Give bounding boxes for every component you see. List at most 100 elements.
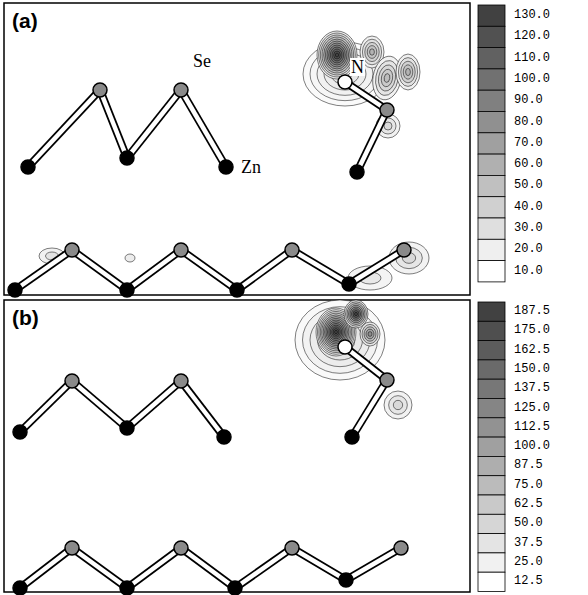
bond bbox=[181, 90, 226, 167]
colorbar-value: 87.5 bbox=[514, 459, 543, 471]
contour-line bbox=[350, 307, 362, 321]
atom-label: Zn bbox=[240, 158, 262, 176]
se-atom bbox=[65, 243, 79, 257]
bond bbox=[15, 250, 72, 290]
colorbar-value: 20.0 bbox=[514, 243, 543, 255]
se-atom bbox=[93, 83, 107, 97]
panel-letter: (b) bbox=[12, 307, 39, 328]
contour-line bbox=[398, 58, 417, 87]
contour-line bbox=[360, 322, 380, 346]
bond bbox=[20, 381, 72, 432]
se-atom bbox=[174, 83, 188, 97]
colorbar-value: 12.5 bbox=[514, 575, 543, 587]
contour-line bbox=[325, 41, 348, 69]
colorbar-swatch bbox=[478, 495, 505, 514]
colorbar-swatch bbox=[478, 572, 505, 591]
contour-line bbox=[352, 309, 361, 320]
contour-line bbox=[334, 51, 341, 59]
colorbar-swatch bbox=[478, 360, 505, 379]
se-atom bbox=[285, 541, 299, 555]
contour-line bbox=[380, 68, 394, 87]
se-atom bbox=[394, 541, 408, 555]
zn-atom bbox=[8, 283, 22, 297]
contour-line bbox=[330, 325, 341, 339]
colorbar-value: 70.0 bbox=[514, 137, 543, 149]
zn-atom bbox=[350, 165, 364, 179]
se-atom bbox=[380, 373, 394, 387]
zn-atom bbox=[219, 160, 233, 174]
bond bbox=[127, 548, 181, 588]
colorbar-value: 110.0 bbox=[514, 52, 550, 64]
colorbar-value: 37.5 bbox=[514, 537, 543, 549]
bond bbox=[357, 110, 387, 172]
contour-line bbox=[389, 396, 408, 415]
colorbar-value: 62.5 bbox=[514, 498, 543, 510]
se-atom bbox=[174, 243, 188, 257]
zn-atom bbox=[217, 430, 231, 444]
bond bbox=[72, 381, 127, 428]
contour-line bbox=[367, 46, 377, 59]
zn-atom bbox=[120, 151, 134, 165]
colorbar-swatch bbox=[478, 90, 505, 111]
colorbar-swatch bbox=[478, 112, 505, 133]
contour-line bbox=[384, 391, 412, 419]
contour-line bbox=[335, 53, 338, 57]
bond bbox=[72, 250, 127, 290]
bond bbox=[72, 548, 127, 588]
zn-atom bbox=[21, 160, 35, 174]
se-atom bbox=[397, 243, 411, 257]
colorbar-value: 50.0 bbox=[514, 517, 543, 529]
panel-frame bbox=[4, 300, 470, 592]
colorbar-value: 175.0 bbox=[514, 324, 550, 336]
contour-line bbox=[329, 323, 343, 340]
colorbar-value: 25.0 bbox=[514, 556, 543, 568]
contour-line bbox=[401, 61, 415, 83]
contour-line bbox=[406, 68, 411, 75]
colorbar-swatch bbox=[478, 399, 505, 418]
colorbar-swatch bbox=[478, 48, 505, 69]
contour-line bbox=[376, 64, 397, 93]
bond bbox=[235, 548, 292, 588]
zn-atom bbox=[228, 581, 242, 595]
bond bbox=[72, 381, 127, 428]
colorbar-swatch bbox=[478, 476, 505, 495]
bond bbox=[237, 250, 292, 290]
contour-line bbox=[355, 312, 358, 316]
colorbar-value: 50.0 bbox=[514, 179, 543, 191]
colorbar-swatch bbox=[478, 456, 505, 475]
se-atom bbox=[174, 541, 188, 555]
atom-label: N bbox=[350, 58, 365, 76]
colorbar-value: 187.5 bbox=[514, 305, 550, 317]
contour-line bbox=[362, 324, 378, 343]
colorbar-value: 10.0 bbox=[514, 265, 543, 277]
contour-line bbox=[346, 302, 367, 327]
zn-atom bbox=[120, 283, 134, 297]
zn-atom bbox=[13, 581, 27, 595]
contour-line bbox=[366, 329, 374, 339]
bond bbox=[20, 548, 72, 588]
bond bbox=[181, 381, 224, 437]
atom-label: Se bbox=[192, 52, 212, 70]
contour-line bbox=[125, 254, 135, 262]
panel-letter: (a) bbox=[12, 10, 38, 31]
contour-line bbox=[353, 311, 359, 318]
contour-line bbox=[368, 332, 372, 337]
contour-line bbox=[327, 43, 347, 67]
colorbar-swatch bbox=[478, 534, 505, 553]
zn-atom bbox=[339, 573, 353, 587]
colorbar-value: 40.0 bbox=[514, 201, 543, 213]
bond bbox=[181, 381, 224, 437]
colorbar-swatch bbox=[478, 418, 505, 437]
contour-line bbox=[320, 35, 353, 75]
colorbar-swatch bbox=[478, 437, 505, 456]
contour-line bbox=[383, 73, 390, 83]
zn-atom bbox=[345, 430, 359, 444]
contour-line bbox=[365, 42, 379, 61]
se-atom bbox=[174, 374, 188, 388]
colorbar-swatch bbox=[478, 218, 505, 239]
contour-line bbox=[347, 304, 365, 325]
zn-atom bbox=[13, 425, 27, 439]
bond bbox=[100, 90, 127, 158]
colorbar-swatch bbox=[478, 197, 505, 218]
